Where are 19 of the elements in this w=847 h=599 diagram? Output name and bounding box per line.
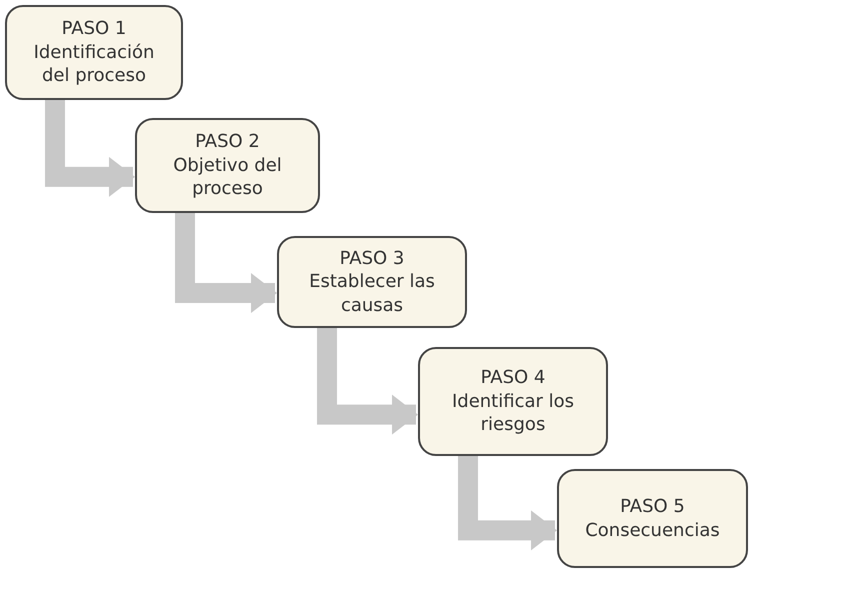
step-text: Identificar los riesgos <box>450 390 576 437</box>
arrow <box>45 100 135 197</box>
step-text: Consecuencias <box>585 518 720 542</box>
step-heading: PASO 4 <box>480 366 546 390</box>
arrow <box>317 328 418 435</box>
step-heading: PASO 5 <box>620 495 685 518</box>
step-text: Objetivo del proceso <box>172 154 283 201</box>
step-text: Identificación del proceso <box>32 40 156 88</box>
step-heading: PASO 2 <box>195 130 260 154</box>
step-heading: PASO 3 <box>340 246 404 270</box>
arrow <box>458 456 557 550</box>
step-box <box>277 236 467 328</box>
step-box <box>418 347 608 456</box>
step-heading: PASO 1 <box>62 17 126 41</box>
step-box <box>5 5 183 100</box>
step-box <box>135 118 320 213</box>
step-text: Establecer las causas <box>308 270 436 318</box>
arrow <box>175 213 277 314</box>
step-box <box>557 469 748 568</box>
